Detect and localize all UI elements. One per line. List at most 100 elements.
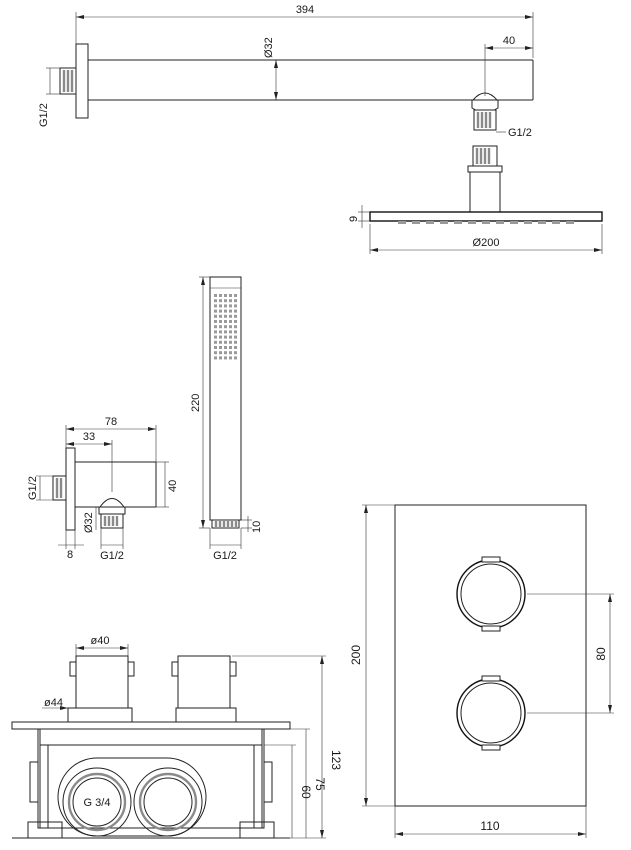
hand-shower: 220 10 G1/2: [190, 276, 263, 562]
nozzle-dot: [214, 309, 217, 313]
nozzle-dot: [224, 294, 227, 297]
arm-outlet-thread-label: G1/2: [508, 127, 532, 139]
hand-shower-length-label: 220: [190, 394, 202, 412]
mixer-body: ø40 ø44 G 3/4: [11, 635, 343, 839]
hand-shower-thread-label: G1/2: [213, 550, 237, 562]
nozzle-dot: [214, 314, 217, 318]
nozzle-dot: [219, 304, 222, 308]
nozzle-dot: [234, 346, 237, 349]
outlet-height-label: 40: [167, 480, 179, 492]
nozzle-dot: [219, 346, 222, 349]
nozzle-dot: [224, 346, 227, 349]
nozzle-dot: [224, 304, 227, 308]
nozzle-dot: [224, 320, 227, 323]
nozzle-dot: [219, 335, 222, 339]
head-thickness-label: 9: [348, 216, 360, 222]
nozzle-dot: [229, 340, 232, 344]
shower-arm: 394 G1/2 Ø32 40: [38, 4, 534, 139]
cover-plate: 200 80 110: [349, 504, 614, 838]
nozzle-dot: [224, 335, 227, 339]
shower-head: 9 Ø200: [348, 145, 603, 254]
hand-shower-end-label: 10: [251, 521, 263, 533]
depth-box-label: 60: [299, 785, 313, 799]
nozzle-dot: [219, 320, 222, 323]
nozzle-dot: [214, 335, 217, 339]
nozzle-dot: [219, 356, 222, 360]
nozzle-dot: [234, 314, 237, 318]
nozzle-dot: [214, 351, 217, 355]
nozzle-dot: [224, 325, 227, 329]
arm-inlet-thread-label: G1/2: [38, 103, 50, 127]
nozzle-dot: [229, 356, 232, 360]
nozzle-dot: [219, 314, 222, 318]
nozzle-dot: [214, 340, 217, 344]
nozzle-dot: [234, 304, 237, 308]
nozzle-dot: [214, 299, 217, 303]
nozzle-dot: [214, 304, 217, 308]
arm-offset-label: 40: [503, 35, 515, 47]
nozzle-dot: [224, 351, 227, 355]
nozzle-dot: [214, 346, 217, 349]
nozzle-dot: [229, 335, 232, 339]
plate-height-label: 200: [349, 645, 363, 665]
head-diameter-label: Ø200: [473, 237, 500, 249]
nozzle-dot: [219, 325, 222, 329]
nozzle-dot: [229, 325, 232, 329]
nozzle-dot: [234, 335, 237, 339]
nozzle-dot: [229, 346, 232, 349]
nozzle-dot: [219, 330, 222, 334]
port-thread-label: G 3/4: [84, 797, 111, 809]
nozzle-dot: [229, 320, 232, 323]
nozzle-dot: [224, 340, 227, 344]
nozzle-dot: [234, 330, 237, 334]
nozzle-dot: [234, 356, 237, 360]
nozzle-dot: [229, 314, 232, 318]
nozzle-dot: [224, 299, 227, 303]
outlet-depth-label: 78: [105, 416, 117, 428]
nozzle-dot: [229, 351, 232, 355]
nozzle-dot: [229, 294, 232, 297]
nozzle-dot: [229, 299, 232, 303]
outlet-diameter-label: Ø32: [83, 512, 95, 533]
depth-total-label: 123: [329, 750, 343, 770]
nozzle-dot: [219, 340, 222, 344]
nozzle-dot: [224, 356, 227, 360]
hand-shower-nozzles: [214, 294, 237, 360]
nozzle-dot: [234, 309, 237, 313]
nozzle-dot: [214, 356, 217, 360]
arm-length-label: 394: [296, 4, 314, 16]
nozzle-dot: [234, 320, 237, 323]
rosette-diameter-label: ø44: [44, 697, 63, 709]
arm-diameter-label: Ø32: [263, 37, 275, 58]
wall-outlet: 78 33 G1/2 40 Ø3: [27, 416, 179, 562]
nozzle-dot: [219, 351, 222, 355]
nozzle-dot: [224, 330, 227, 334]
outlet-plate-label: 8: [67, 549, 73, 561]
nozzle-dot: [214, 330, 217, 334]
outlet-inlet-thread-label: G1/2: [27, 476, 39, 500]
shower-head-nozzles: [398, 221, 574, 224]
nozzle-dot: [229, 330, 232, 334]
nozzle-dot: [234, 299, 237, 303]
nozzle-dot: [234, 325, 237, 329]
nozzle-dot: [219, 309, 222, 313]
nozzle-dot: [234, 294, 237, 297]
depth-body-label: 75: [313, 777, 327, 791]
nozzle-dot: [214, 325, 217, 329]
knob-spacing-label: 80: [594, 647, 608, 661]
outlet-outlet-thread-label: G1/2: [100, 550, 124, 562]
nozzle-dot: [224, 314, 227, 318]
knob-diameter-label: ø40: [91, 635, 110, 647]
plate-width-label: 110: [480, 819, 499, 833]
nozzle-dot: [229, 309, 232, 313]
nozzle-dot: [214, 294, 217, 297]
nozzle-dot: [219, 299, 222, 303]
nozzle-dot: [234, 351, 237, 355]
outlet-offset-label: 33: [83, 431, 95, 443]
nozzle-dot: [229, 304, 232, 308]
nozzle-dot: [224, 309, 227, 313]
nozzle-dot: [234, 340, 237, 344]
nozzle-dot: [219, 294, 222, 297]
nozzle-dot: [214, 320, 217, 323]
